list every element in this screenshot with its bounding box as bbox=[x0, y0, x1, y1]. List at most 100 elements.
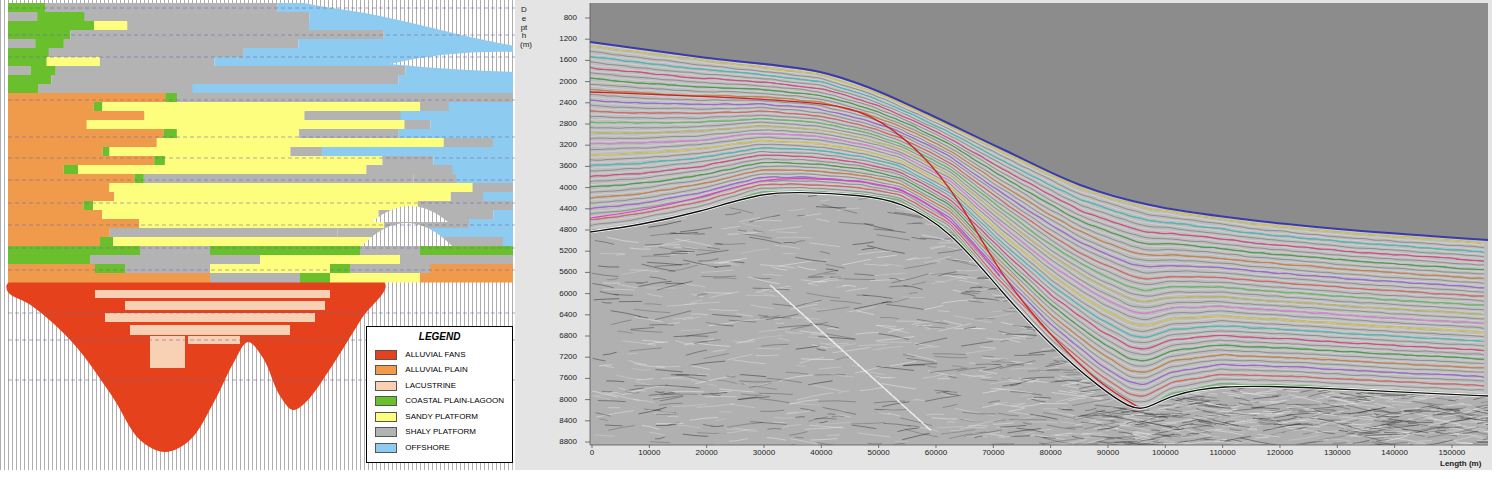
length-tick-label: 120000 bbox=[1267, 449, 1294, 457]
basement-event bbox=[1199, 409, 1236, 417]
basement-event bbox=[1386, 401, 1412, 403]
basement-event bbox=[1047, 425, 1076, 429]
basement-event bbox=[827, 328, 838, 329]
depth-tick bbox=[585, 60, 590, 61]
basement-event bbox=[1205, 406, 1231, 408]
basement-event bbox=[711, 394, 721, 396]
basement-event bbox=[778, 338, 790, 341]
facies-band bbox=[144, 111, 304, 121]
basement-event bbox=[608, 407, 620, 408]
basement-event bbox=[1095, 405, 1126, 409]
facies-band bbox=[8, 120, 87, 130]
basement-event bbox=[820, 251, 830, 254]
basement-event bbox=[1478, 441, 1490, 443]
basement-event bbox=[659, 247, 688, 251]
basement-event bbox=[977, 278, 990, 279]
facies-band bbox=[64, 39, 298, 49]
basement-event bbox=[938, 378, 950, 379]
basement-event bbox=[962, 412, 996, 414]
basement-event bbox=[936, 391, 948, 393]
basement-event bbox=[1207, 417, 1219, 419]
basement-event bbox=[1354, 441, 1377, 445]
basement-event bbox=[1043, 413, 1075, 419]
basement-event bbox=[882, 301, 892, 302]
legend-entry: LACUSTRINE bbox=[375, 378, 504, 394]
basement-event bbox=[616, 254, 624, 255]
basement-event bbox=[592, 395, 611, 399]
basement-event bbox=[1094, 397, 1104, 399]
basement-event bbox=[1349, 423, 1366, 427]
basement-event bbox=[876, 235, 909, 240]
basement-event bbox=[1009, 408, 1024, 411]
basement-event bbox=[733, 341, 756, 342]
basement-event bbox=[809, 384, 841, 390]
basement-event bbox=[1343, 416, 1361, 418]
basement-event bbox=[649, 393, 674, 396]
depth-tick bbox=[585, 208, 590, 209]
basement-event bbox=[702, 392, 728, 394]
basement-event bbox=[886, 304, 924, 309]
basement-event bbox=[767, 438, 786, 441]
depth-tick-label: 800 bbox=[564, 14, 577, 22]
basement-event bbox=[759, 328, 797, 332]
basement-event bbox=[1137, 424, 1147, 425]
basement-event bbox=[675, 341, 695, 345]
basement-event bbox=[767, 428, 781, 430]
basement-event bbox=[1125, 418, 1142, 421]
facies-band bbox=[154, 156, 165, 166]
basement-event bbox=[884, 423, 911, 426]
basement-event bbox=[1464, 416, 1500, 417]
basement-event bbox=[1159, 403, 1172, 404]
basement-event bbox=[722, 226, 740, 229]
basement-event bbox=[1410, 433, 1424, 436]
basement-event bbox=[972, 430, 1001, 435]
depth-tick bbox=[585, 293, 590, 294]
basement-event bbox=[684, 302, 719, 304]
basement-event bbox=[870, 279, 905, 281]
basement-event bbox=[999, 361, 1035, 369]
facies-band bbox=[8, 3, 46, 13]
basement-event bbox=[797, 215, 805, 216]
basement-event bbox=[1215, 441, 1251, 445]
basement-event bbox=[1320, 421, 1339, 426]
basement-event bbox=[1118, 428, 1136, 431]
basement-event bbox=[1240, 438, 1277, 445]
basement-event bbox=[1346, 396, 1375, 398]
basement-event bbox=[731, 404, 755, 407]
basement-event bbox=[592, 283, 613, 287]
basement-event bbox=[671, 378, 697, 380]
basement-event bbox=[1030, 414, 1058, 419]
basement-event bbox=[757, 292, 774, 295]
basement-event bbox=[896, 321, 921, 322]
basement-event bbox=[1348, 426, 1382, 431]
basement-event bbox=[995, 295, 1028, 298]
basement-event bbox=[1122, 411, 1130, 413]
basement-event bbox=[655, 437, 665, 439]
basement-event bbox=[863, 295, 893, 298]
basement-event bbox=[712, 314, 741, 316]
basement-event bbox=[816, 207, 846, 208]
facies-band bbox=[51, 75, 398, 85]
basement-event bbox=[786, 372, 809, 374]
basement-event bbox=[942, 300, 976, 304]
basement-event bbox=[954, 316, 992, 323]
basement-event bbox=[633, 386, 658, 391]
depth-tick-label: 6000 bbox=[559, 290, 577, 298]
basement-event bbox=[1232, 407, 1265, 411]
basement-event bbox=[1219, 406, 1238, 407]
basement-event bbox=[1060, 422, 1080, 425]
basement-event bbox=[797, 266, 816, 270]
basement-event bbox=[876, 325, 902, 330]
basement-event bbox=[1029, 350, 1060, 353]
basement-event bbox=[1114, 441, 1138, 442]
basement-event bbox=[1165, 409, 1182, 412]
basement-event bbox=[851, 423, 885, 424]
basement-event bbox=[990, 381, 1012, 384]
depth-tick-label: 2400 bbox=[559, 99, 577, 107]
depth-tick-label: 7600 bbox=[559, 374, 577, 382]
seismic-section bbox=[515, 0, 1500, 470]
basement-event bbox=[1285, 427, 1296, 429]
basement-event bbox=[1487, 437, 1500, 442]
basement-event bbox=[599, 419, 608, 420]
